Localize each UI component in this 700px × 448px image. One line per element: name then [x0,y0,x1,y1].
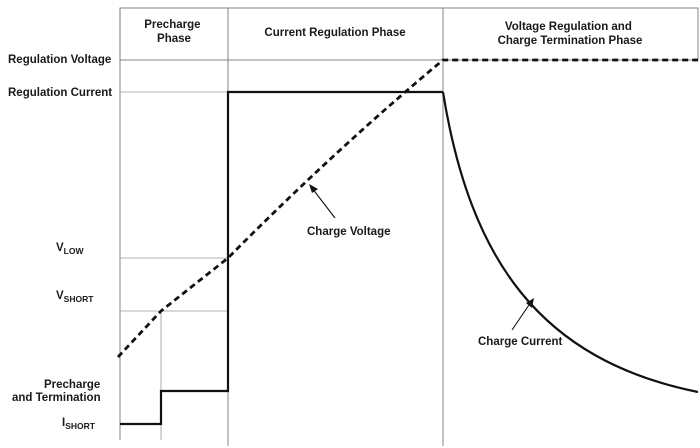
regulation-current-label: Regulation Current [8,87,112,99]
charge-current-arrow [511,301,532,331]
charge-current-curve-decay [441,91,699,394]
charge-voltage-curve [116,58,698,358]
header-box [119,7,699,61]
charge-voltage-arrowhead [309,184,318,193]
v-short-label: VSHORT [56,290,94,304]
precharge-termination-label: Precharge and Termination [12,379,103,404]
charge-current-arrowhead [526,298,534,308]
voltage-regulation-phase-title: Voltage Regulation and Charge Terminatio… [498,21,643,47]
v-low-label: VLOW [56,242,84,256]
charge-voltage-arrow [311,187,336,219]
precharge-phase-title: Precharge Phase [144,19,203,45]
regulation-voltage-label: Regulation Voltage [8,54,111,66]
charge-current-label: Charge Current [478,336,563,348]
i-short-label: ISHORT [62,417,96,431]
current-regulation-phase-title: Current Regulation Phase [264,27,405,39]
charge-current-curve-step [120,90,443,426]
charge-voltage-label: Charge Voltage [307,226,391,238]
